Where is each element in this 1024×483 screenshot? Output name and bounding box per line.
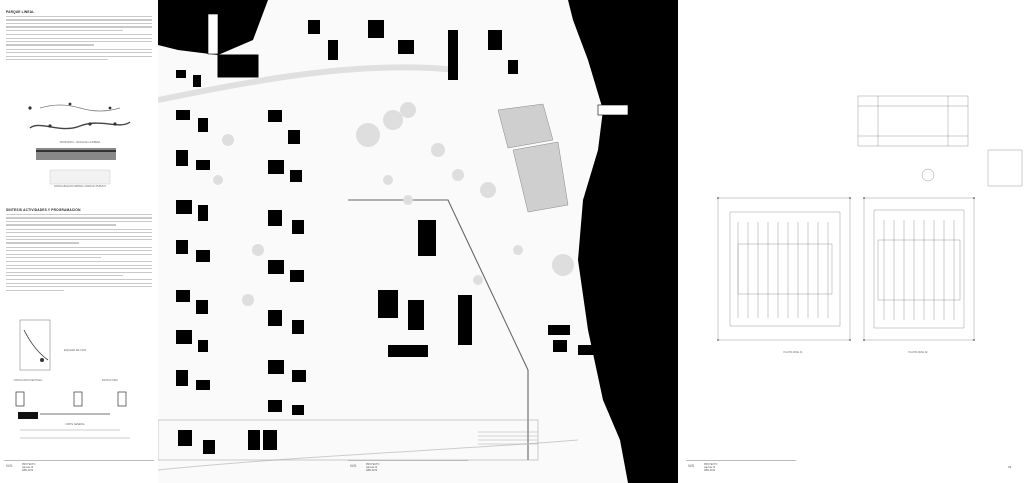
paragraph-1 [6,16,152,63]
paragraph-2 [6,214,152,293]
caption-3: ESQUEMA DE USOS [63,350,87,352]
heading-parque: PARQUE LINEAL [6,10,35,14]
stamp-line-1: PROYECTO [22,463,36,466]
site-stamp-2: parcela 12 [366,466,378,469]
site-title-block: WS PROYECTO parcela 12 ABR-2019 [348,460,468,475]
plan-caption-left: PLANTA NIVEL 01 [783,352,803,354]
plan-stamp-2: parcela 12 [704,466,716,469]
caption-1: PROPUESTA - CRUCE DE LA RIBERA [59,142,101,144]
site-plan-sheet: WS PROYECTO parcela 12 ABR-2019 [158,0,678,483]
caption-4: CIRCULACION PEATONAL [13,380,43,382]
site-stamp-1: PROYECTO [366,463,380,466]
floor-plan-drawing [717,95,1023,341]
caption-6: CORTE GENERAL [65,424,85,426]
stamp-line-2: parcela 12 [22,466,34,469]
stamp-line-3: ABR-2019 [22,469,34,472]
plan-title-block: WS PROYECTO parcela 12 ABR-2019 [686,460,796,475]
text-sheet: PARQUE LINEAL PROPUESTA - CRUCE DE LA RI… [0,0,158,483]
plan-stamp-1: PROYECTO [704,463,718,466]
site-plan-drawing [158,0,678,483]
caption-5: ESTRUCTURA [102,380,118,382]
caption-2: CONFIGURACION URBANA / ESPACIO PUBLICO [53,186,107,188]
plan-stamp-3: ABR-2019 [704,469,716,472]
heading-sintesis: SINTESIS ACTIVIDADES Y PROGRAMACION [6,208,81,212]
diagram-sketches [15,102,131,439]
floor-plan-sheet: PLANTA NIVEL 01 PLANTA NIVEL 02 WS PROYE… [678,0,1024,483]
page-number: 03 [1008,465,1012,469]
site-stamp-3: ABR-2019 [366,469,378,472]
title-block: WS PROYECTO parcela 12 ABR-2019 [4,460,154,475]
plan-caption-right: PLANTA NIVEL 02 [908,352,928,354]
